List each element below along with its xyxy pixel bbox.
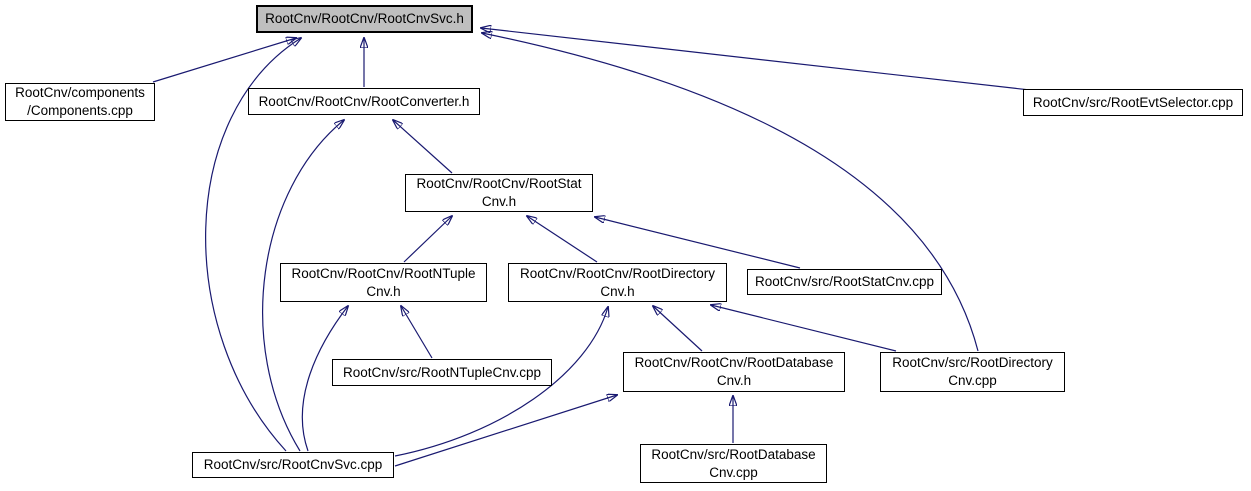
edge-rootcnvsvc-cpp-to-rootcnvsvc-h: [205, 38, 301, 452]
node-label: RootCnv/src/RootNTupleCnv.cpp: [342, 364, 542, 380]
edge-rootdatabasecnv-h-to-rootdirectorycnv-h: [653, 306, 703, 352]
node-label: RootCnv/RootCnv/RootStat: [416, 176, 582, 191]
node-label: Cnv.h: [481, 194, 517, 209]
edge-rootcnvsvc-cpp-to-rootntuplecnv-h: [301, 306, 348, 452]
edge-rootdirectorycnv-cpp-to-rootcnvsvc-h: [482, 33, 979, 352]
node-rootevtselector-cpp[interactable]: RootCnv/src/RootEvtSelector.cpp: [1023, 89, 1243, 116]
node-label: RootCnv/components: [15, 85, 145, 100]
node-label: /Components.cpp: [27, 103, 133, 118]
node-label: RootCnv/RootCnv/RootCnvSvc.h: [265, 11, 464, 26]
node-label: Cnv.cpp: [948, 373, 997, 388]
node-rootdatabasecnv-h[interactable]: RootCnv/RootCnv/RootDatabase Cnv.h: [623, 352, 845, 392]
edge-components-cpp-to-rootcnvsvc-h: [152, 38, 296, 83]
node-label: RootCnv/src/RootStatCnv.cpp: [754, 274, 935, 289]
node-components-cpp[interactable]: RootCnv/components /Components.cpp: [5, 83, 155, 121]
edge-rootdirectorycnv-cpp-to-rootdirectorycnv-h: [711, 305, 897, 352]
node-rootntuplecnv-h[interactable]: RootCnv/RootCnv/RootNTuple Cnv.h: [280, 263, 487, 302]
node-label: RootCnv/src/RootCnvSvc.cpp: [203, 457, 383, 472]
edge-rootcnvsvc-cpp-to-rootconverter-h: [262, 120, 344, 452]
edge-rootcnvsvc-cpp-to-rootdirectorycnv-h: [394, 307, 608, 457]
node-rootdirectorycnv-h[interactable]: RootCnv/RootCnv/RootDirectory Cnv.h: [508, 263, 727, 302]
node-label: Cnv.h: [600, 283, 635, 299]
node-label: Cnv.h: [716, 373, 752, 388]
node-label: RootCnv/RootCnv/RootConverter.h: [258, 93, 470, 109]
node-label: RootCnv/RootCnv/RootDirectory: [519, 265, 716, 281]
node-rootcnvsvc-h[interactable]: RootCnv/RootCnv/RootCnvSvc.h: [256, 5, 473, 33]
node-rootconverter-h[interactable]: RootCnv/RootCnv/RootConverter.h: [248, 88, 480, 115]
node-rootdatabasecnv-cpp[interactable]: RootCnv/src/RootDatabase Cnv.cpp: [640, 444, 827, 483]
edge-rootntuplecnv-h-to-rootstatcnv-h: [403, 216, 452, 263]
node-label: RootCnv/src/RootDirectory: [892, 355, 1053, 370]
node-rootstatcnv-h[interactable]: RootCnv/RootCnv/RootStat Cnv.h: [405, 174, 593, 212]
node-label: RootCnv/src/RootEvtSelector.cpp: [1032, 94, 1234, 110]
node-rootcnvsvc-cpp[interactable]: RootCnv/src/RootCnvSvc.cpp: [192, 452, 394, 478]
node-label: Cnv.h: [366, 283, 401, 299]
edge-rootstatcnv-cpp-to-rootstatcnv-h: [595, 217, 801, 269]
edge-rootstatcnv-h-to-rootconverter-h: [393, 120, 453, 174]
edge-rootntuplecnv-cpp-to-rootntuplecnv-h: [401, 306, 433, 359]
node-label: Cnv.cpp: [709, 464, 758, 480]
edge-rootdirectorycnv-h-to-rootstatcnv-h: [527, 216, 598, 263]
node-rootdirectorycnv-cpp[interactable]: RootCnv/src/RootDirectory Cnv.cpp: [880, 352, 1065, 392]
node-label: RootCnv/src/RootDatabase: [651, 446, 816, 462]
node-rootntuplecnv-cpp[interactable]: RootCnv/src/RootNTupleCnv.cpp: [332, 359, 552, 386]
node-rootstatcnv-cpp[interactable]: RootCnv/src/RootStatCnv.cpp: [747, 269, 942, 295]
node-label: RootCnv/RootCnv/RootNTuple: [291, 265, 476, 281]
edge-rootevtselector-cpp-to-rootcnvsvc-h: [481, 28, 1031, 91]
node-label: RootCnv/RootCnv/RootDatabase: [634, 355, 834, 370]
edge-rootcnvsvc-cpp-to-rootdatabasecnv-h: [394, 395, 617, 467]
